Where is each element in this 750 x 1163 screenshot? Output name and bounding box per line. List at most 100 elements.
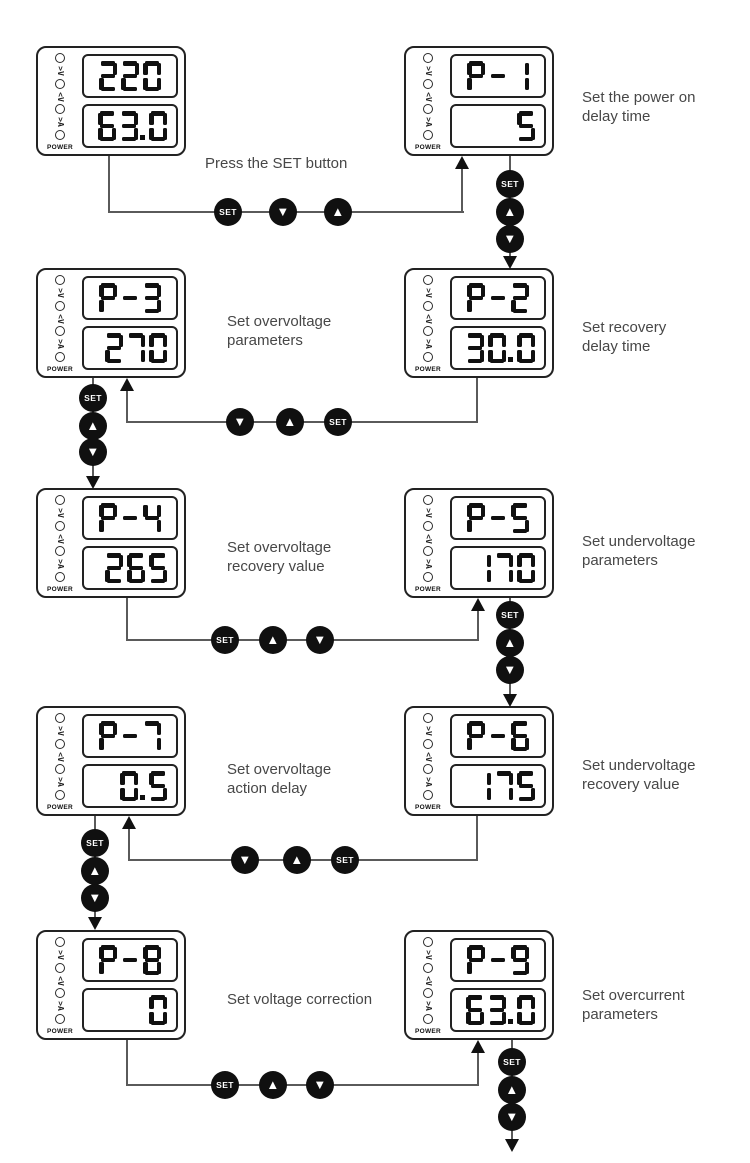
overvoltage-led-icon bbox=[55, 937, 65, 947]
caption-p9: Set overcurrent parameters bbox=[582, 987, 685, 1024]
overvoltage-symbol: >V bbox=[423, 66, 433, 76]
undervoltage-symbol: <V bbox=[423, 975, 433, 986]
down-button: ▼ bbox=[496, 225, 524, 253]
undervoltage-led-icon bbox=[423, 78, 433, 89]
overcurrent-symbol: >A bbox=[55, 1001, 65, 1012]
up-button: ▲ bbox=[81, 857, 109, 885]
display-top bbox=[82, 938, 178, 982]
up-button: ▲ bbox=[496, 198, 524, 226]
flow-line bbox=[476, 378, 478, 423]
set-button: SET bbox=[324, 408, 352, 436]
undervoltage-symbol: <V bbox=[55, 313, 65, 324]
undervoltage-led-icon bbox=[55, 738, 65, 749]
undervoltage-led-icon bbox=[55, 300, 65, 311]
arrow-up-icon bbox=[471, 598, 485, 611]
overcurrent-led-icon bbox=[423, 764, 433, 775]
indicator-column: >V <V >A POWER bbox=[415, 937, 441, 1035]
indicator-column: >V <V >A POWER bbox=[47, 53, 73, 151]
display-top bbox=[450, 276, 546, 320]
undervoltage-led-icon bbox=[55, 78, 65, 89]
overcurrent-led-icon bbox=[55, 326, 65, 337]
set-button: SET bbox=[214, 198, 242, 226]
caption-p1: Set the power on delay time bbox=[582, 89, 696, 126]
down-button: ▼ bbox=[226, 408, 254, 436]
indicator-column: >V <V >A POWER bbox=[47, 937, 73, 1035]
undervoltage-led-icon bbox=[423, 738, 433, 749]
device-panel-p2: >V <V >A POWER bbox=[404, 268, 554, 378]
overvoltage-led-icon bbox=[423, 713, 433, 723]
overvoltage-symbol: >V bbox=[423, 726, 433, 736]
arrow-up-icon bbox=[455, 156, 469, 169]
overcurrent-symbol: >A bbox=[55, 339, 65, 350]
device-panel-p8: >V <V >A POWER bbox=[36, 930, 186, 1040]
display-bottom bbox=[82, 764, 178, 808]
display-top bbox=[82, 496, 178, 540]
power-led-icon bbox=[55, 572, 65, 583]
undervoltage-led-icon bbox=[55, 962, 65, 973]
display-bottom bbox=[82, 988, 178, 1032]
display-bottom bbox=[450, 326, 546, 370]
overvoltage-led-icon bbox=[55, 275, 65, 285]
arrow-down-icon bbox=[503, 256, 517, 269]
power-label: POWER bbox=[414, 143, 442, 151]
flow-line bbox=[126, 1084, 479, 1086]
undervoltage-symbol: <V bbox=[55, 751, 65, 762]
overcurrent-symbol: >A bbox=[55, 559, 65, 570]
power-led-icon bbox=[55, 130, 65, 141]
undervoltage-led-icon bbox=[423, 300, 433, 311]
overcurrent-led-icon bbox=[423, 988, 433, 999]
down-button: ▼ bbox=[496, 656, 524, 684]
flow-line bbox=[476, 816, 478, 861]
caption-p7: Set overvoltage action delay bbox=[227, 761, 332, 798]
display-bottom bbox=[82, 104, 178, 148]
up-button: ▲ bbox=[276, 408, 304, 436]
device-panel-p3: >V <V >A POWER bbox=[36, 268, 186, 378]
overcurrent-led-icon bbox=[423, 104, 433, 115]
power-label: POWER bbox=[46, 585, 74, 593]
overvoltage-symbol: >V bbox=[423, 950, 433, 960]
up-button: ▲ bbox=[79, 412, 107, 440]
overcurrent-symbol: >A bbox=[423, 777, 433, 788]
device-panel-p6: >V <V >A POWER bbox=[404, 706, 554, 816]
indicator-column: >V <V >A POWER bbox=[415, 495, 441, 593]
overvoltage-led-icon bbox=[55, 495, 65, 505]
undervoltage-symbol: <V bbox=[55, 91, 65, 102]
overcurrent-symbol: >A bbox=[55, 777, 65, 788]
power-label: POWER bbox=[46, 143, 74, 151]
power-label: POWER bbox=[414, 803, 442, 811]
indicator-column: >V <V >A POWER bbox=[415, 713, 441, 811]
overvoltage-symbol: >V bbox=[423, 288, 433, 298]
caption-p2: Set recovery delay time bbox=[582, 319, 667, 356]
undervoltage-symbol: <V bbox=[423, 313, 433, 324]
overvoltage-led-icon bbox=[55, 713, 65, 723]
caption-p3: Set overvoltage parameters bbox=[227, 313, 332, 350]
overvoltage-led-icon bbox=[423, 275, 433, 285]
down-button: ▼ bbox=[269, 198, 297, 226]
device-panel-p5: >V <V >A POWER bbox=[404, 488, 554, 598]
display-top bbox=[450, 496, 546, 540]
overvoltage-symbol: >V bbox=[55, 288, 65, 298]
power-label: POWER bbox=[46, 803, 74, 811]
overvoltage-symbol: >V bbox=[423, 508, 433, 518]
device-panel-p9: >V <V >A POWER bbox=[404, 930, 554, 1040]
arrow-down-icon bbox=[505, 1139, 519, 1152]
set-button: SET bbox=[79, 384, 107, 412]
display-bottom bbox=[82, 326, 178, 370]
device-panel-home: >V <V >A POWER bbox=[36, 46, 186, 156]
overcurrent-led-icon bbox=[55, 764, 65, 775]
arrow-up-icon bbox=[122, 816, 136, 829]
indicator-column: >V <V >A POWER bbox=[47, 713, 73, 811]
overcurrent-led-icon bbox=[423, 546, 433, 557]
overvoltage-led-icon bbox=[423, 53, 433, 63]
display-top bbox=[450, 714, 546, 758]
arrow-down-icon bbox=[503, 694, 517, 707]
down-button: ▼ bbox=[79, 438, 107, 466]
power-led-icon bbox=[55, 352, 65, 363]
instruction-press-set: Press the SET button bbox=[205, 155, 348, 172]
display-top bbox=[450, 54, 546, 98]
set-button: SET bbox=[496, 601, 524, 629]
undervoltage-symbol: <V bbox=[55, 975, 65, 986]
arrow-down-icon bbox=[88, 917, 102, 930]
indicator-column: >V <V >A POWER bbox=[47, 495, 73, 593]
